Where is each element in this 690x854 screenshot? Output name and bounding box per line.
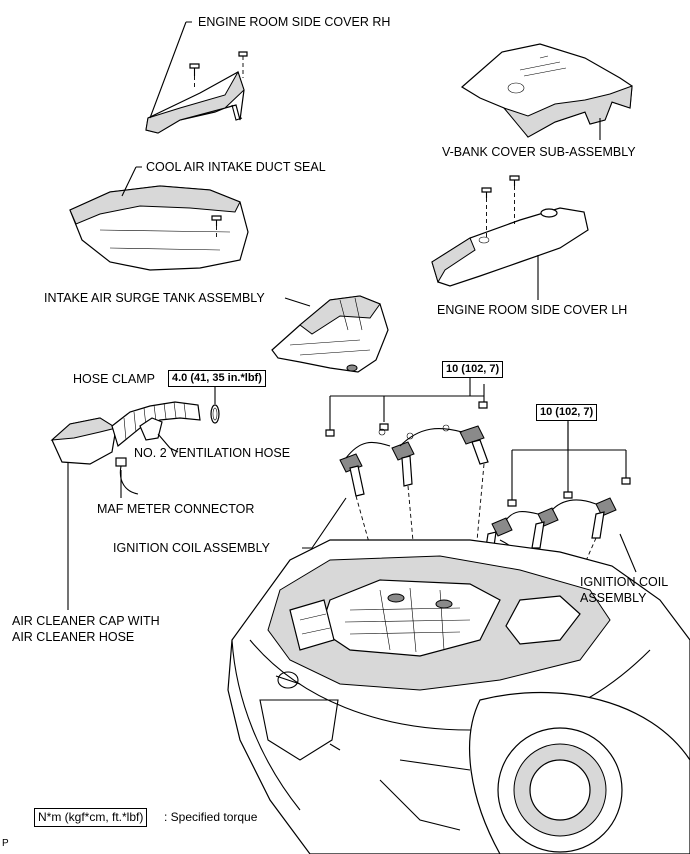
label-cool-air-intake-duct-seal: COOL AIR INTAKE DUCT SEAL (146, 160, 326, 174)
leader-surge-tank (284, 297, 311, 307)
label-no2-ventilation-hose: NO. 2 VENTILATION HOSE (134, 446, 291, 460)
intake-air-surge-tank (271, 295, 389, 373)
label-air-cleaner-cap-line1: AIR CLEANER CAP WITH (12, 614, 160, 628)
legend-specified-torque: : Specified torque (164, 810, 258, 824)
clip-rh-cover (189, 51, 248, 90)
label-v-bank-cover: V-BANK COVER SUB-ASSEMBLY (442, 145, 636, 159)
leader-coil-left (302, 497, 347, 549)
label-ignition-coil-right-line1: IGNITION COIL (580, 575, 669, 589)
ignition-coils-left (325, 384, 489, 497)
label-air-cleaner-cap-line2: AIR CLEANER HOSE (12, 630, 135, 644)
legend-torque-unit: N*m (kgf*cm, ft.*lbf) (34, 808, 148, 827)
air-cleaner-cap (50, 401, 201, 465)
label-intake-air-surge-tank: INTAKE AIR SURGE TANK ASSEMBLY (44, 291, 265, 305)
leader-duct-seal (121, 166, 142, 197)
label-ignition-coil-right-line2: ASSEMBLY (580, 591, 647, 605)
torque-coil-right: 10 (102, 7) (536, 404, 598, 421)
clips-lh-cover (481, 175, 520, 238)
v-bank-cover (460, 43, 633, 138)
hose-clamp (210, 404, 220, 424)
corner-code: P (2, 838, 9, 849)
label-engine-room-side-cover-lh: ENGINE ROOM SIDE COVER LH (437, 303, 628, 317)
clip-duct-seal (211, 215, 222, 240)
torque-coil-left: 10 (102, 7) (442, 361, 504, 378)
torque-bracket-left (329, 384, 485, 430)
engine-room-side-cover-rh (145, 70, 245, 134)
label-engine-room-side-cover-rh: ENGINE ROOM SIDE COVER RH (198, 15, 391, 29)
engine-room-side-cover-lh (431, 207, 589, 287)
label-hose-clamp: HOSE CLAMP (73, 372, 155, 386)
label-maf-meter-connector: MAF METER CONNECTOR (97, 502, 255, 516)
torque-hose-clamp: 4.0 (41, 35 in.*lbf) (168, 370, 266, 387)
leader-coil-right (619, 533, 637, 573)
torque-bracket-right (511, 422, 627, 500)
maf-connector (115, 457, 139, 495)
label-ignition-coil-assembly-left: IGNITION COIL ASSEMBLY (113, 541, 270, 555)
ventilation-hose (157, 433, 179, 453)
leader-rh-cover (149, 21, 192, 119)
engine-bay (267, 555, 611, 691)
cool-air-intake-duct-seal (69, 185, 249, 271)
